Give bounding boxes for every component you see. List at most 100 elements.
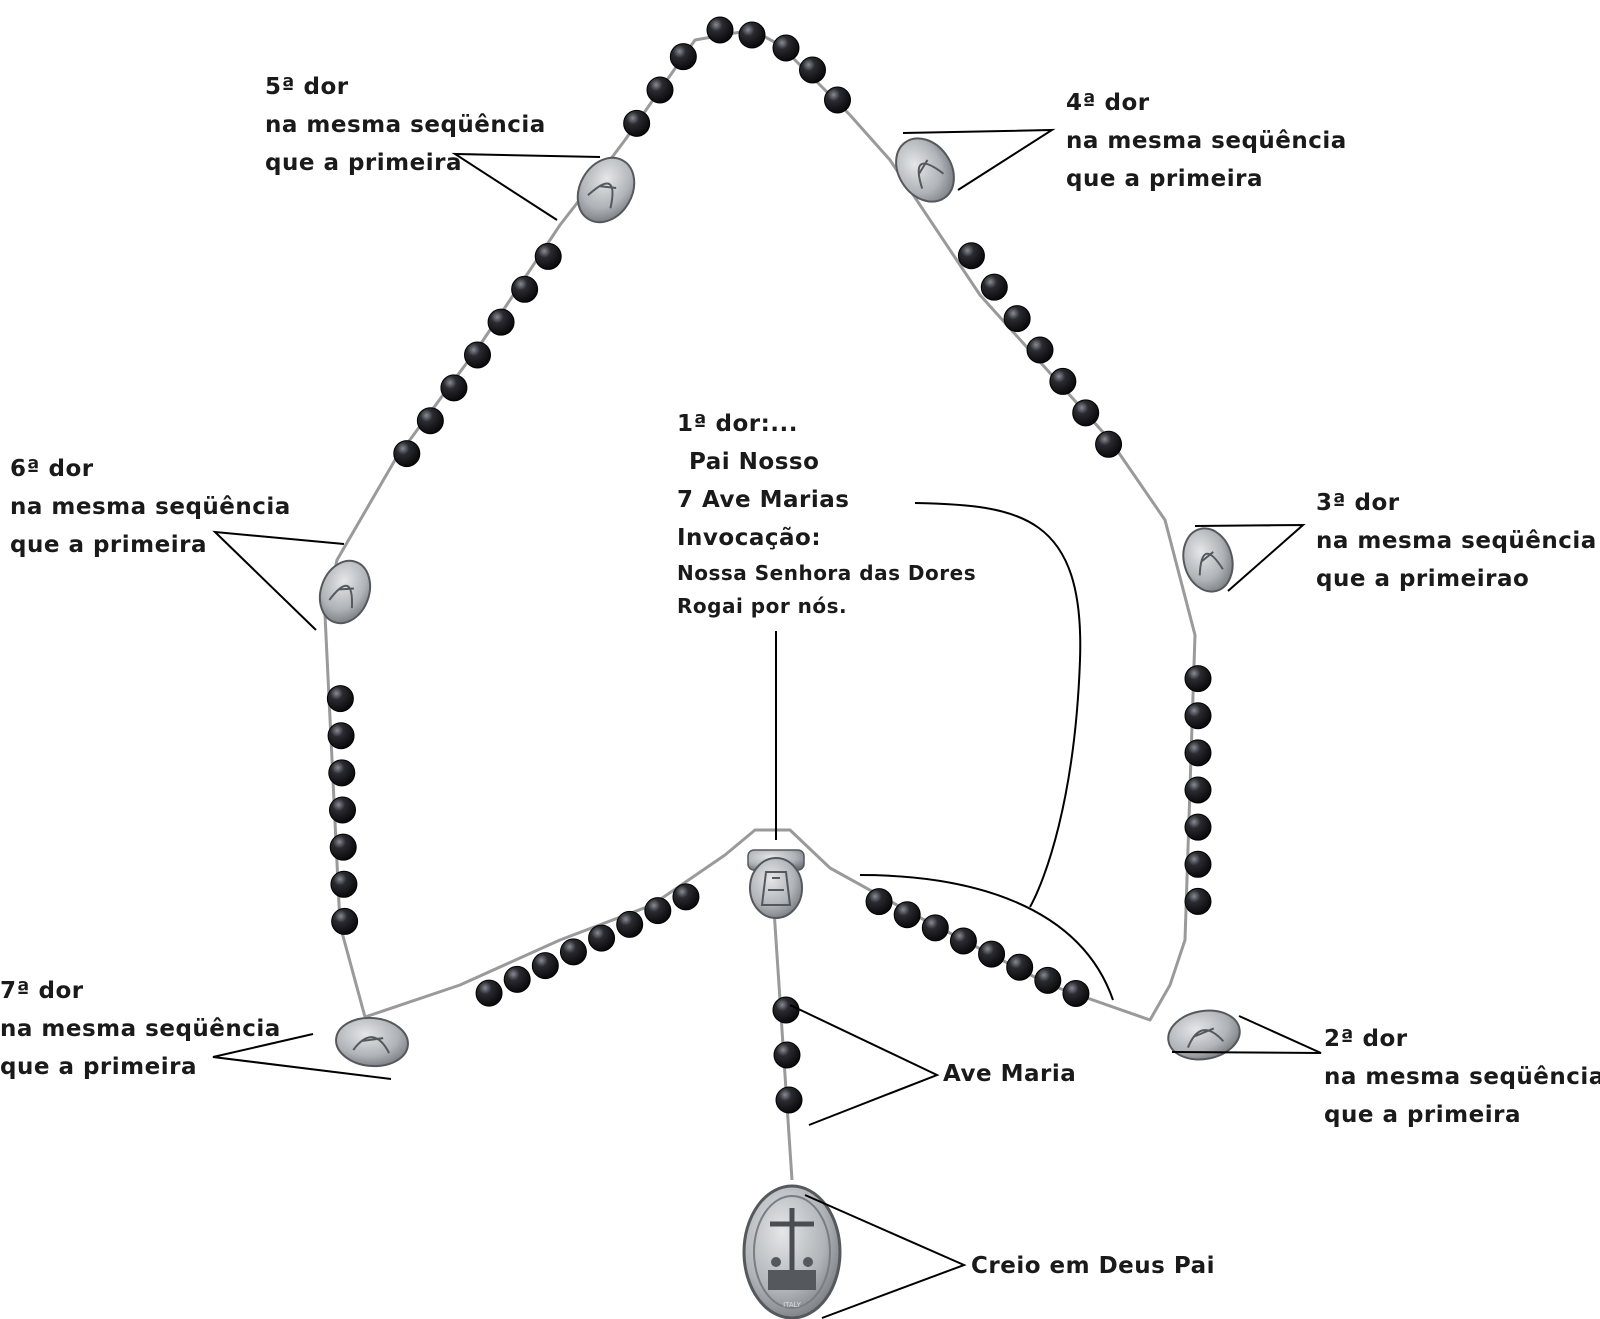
leader-dor1-curve bbox=[914, 502, 1082, 908]
bead bbox=[475, 979, 503, 1007]
bead bbox=[706, 16, 734, 44]
bead bbox=[393, 440, 421, 468]
medal-dor4 bbox=[895, 137, 955, 203]
dor1-line5: Rogai por nós. bbox=[677, 594, 848, 618]
dor5-line1: na mesma seqüência bbox=[265, 112, 546, 138]
dor3-line2: que a primeirao bbox=[1316, 566, 1530, 592]
bead bbox=[588, 924, 616, 952]
bead bbox=[1062, 979, 1090, 1007]
bead bbox=[921, 914, 949, 942]
label-dor7: 7ª dor na mesma seqüência que a primeira bbox=[0, 972, 281, 1086]
bead bbox=[646, 76, 674, 104]
label-creio: Creio em Deus Pai bbox=[971, 1247, 1215, 1285]
bead bbox=[865, 888, 893, 916]
bead bbox=[1026, 336, 1054, 364]
bead bbox=[531, 952, 559, 980]
dor6-line2: que a primeira bbox=[10, 532, 207, 558]
dor4-line2: que a primeira bbox=[1066, 166, 1263, 192]
medal-dor5 bbox=[576, 156, 636, 224]
leader-dor6 bbox=[212, 530, 345, 631]
bead bbox=[772, 996, 800, 1024]
bead bbox=[329, 833, 357, 861]
bead bbox=[511, 275, 539, 303]
bead bbox=[534, 242, 562, 270]
bead bbox=[644, 897, 672, 925]
bead bbox=[487, 308, 515, 336]
bead bbox=[559, 938, 587, 966]
bead bbox=[775, 1086, 803, 1114]
bead bbox=[503, 965, 531, 993]
leader-dor7 bbox=[212, 1033, 392, 1080]
bead bbox=[1184, 850, 1212, 878]
bead bbox=[331, 907, 359, 935]
bead bbox=[824, 86, 851, 114]
dor5-title: 5ª dor bbox=[265, 74, 349, 100]
pendant-chain bbox=[770, 879, 794, 1181]
dor1-line4: Nossa Senhora das Dores bbox=[677, 561, 977, 585]
bead bbox=[327, 722, 355, 750]
dor3-line1: na mesma seqüência bbox=[1316, 528, 1597, 554]
leader-dor5 bbox=[451, 152, 601, 221]
bead bbox=[1034, 966, 1062, 994]
bead bbox=[330, 870, 358, 898]
dor4-line1: na mesma seqüência bbox=[1066, 128, 1347, 154]
dor7-line2: que a primeira bbox=[0, 1054, 197, 1080]
dor2-line2: que a primeira bbox=[1324, 1102, 1521, 1128]
rosary-beads bbox=[326, 16, 1212, 1114]
bead bbox=[980, 273, 1008, 301]
leader-dor1-arc bbox=[859, 874, 1114, 1001]
label-dor5: 5ª dor na mesma seqüência que a primeira bbox=[265, 68, 546, 182]
bead bbox=[799, 56, 826, 84]
bead bbox=[1049, 367, 1077, 395]
bead bbox=[1184, 887, 1212, 915]
leader-lines bbox=[212, 128, 1322, 1319]
bead bbox=[957, 242, 985, 270]
dor1-title: 1ª dor:... bbox=[677, 411, 798, 437]
leader-ave-maria bbox=[789, 1004, 940, 1126]
bead bbox=[464, 341, 491, 369]
dor4-title: 4ª dor bbox=[1066, 90, 1150, 116]
label-ave-maria: Ave Maria bbox=[943, 1055, 1076, 1093]
bead bbox=[326, 685, 354, 713]
bead bbox=[978, 940, 1006, 968]
label-dor4: 4ª dor na mesma seqüência que a primeira bbox=[1066, 84, 1347, 198]
crucifix-medal: ITALY bbox=[742, 1184, 842, 1319]
dor1-line2: 7 Ave Marias bbox=[677, 487, 850, 513]
leader-dor3 bbox=[1194, 523, 1306, 592]
bead bbox=[623, 109, 651, 137]
rosary-medals bbox=[318, 137, 1241, 1068]
bead bbox=[669, 43, 697, 71]
bead bbox=[1184, 776, 1212, 804]
bead bbox=[773, 1041, 801, 1069]
bead bbox=[1006, 953, 1034, 981]
medal-dor2 bbox=[1167, 1009, 1241, 1061]
bead bbox=[616, 910, 644, 938]
bead bbox=[672, 883, 700, 911]
dor7-title: 7ª dor bbox=[0, 978, 84, 1004]
dor2-line1: na mesma seqüência bbox=[1324, 1064, 1600, 1090]
bead bbox=[772, 34, 800, 62]
medal-stamp-italy: ITALY bbox=[783, 1301, 802, 1309]
label-dor3: 3ª dor na mesma seqüência que a primeira… bbox=[1316, 484, 1597, 598]
bead bbox=[1072, 399, 1100, 427]
dor1-line3: Invocação: bbox=[677, 525, 822, 551]
dor6-title: 6ª dor bbox=[10, 456, 94, 482]
bead bbox=[440, 374, 468, 402]
dor7-line1: na mesma seqüência bbox=[0, 1016, 281, 1042]
bead bbox=[1003, 305, 1031, 333]
bead bbox=[738, 21, 766, 49]
bead bbox=[328, 759, 356, 787]
dor1-line1: Pai Nosso bbox=[689, 449, 820, 475]
bead bbox=[893, 901, 921, 929]
bead bbox=[416, 407, 444, 435]
dor2-title: 2ª dor bbox=[1324, 1026, 1408, 1052]
medal-dor7 bbox=[335, 1016, 409, 1068]
bead bbox=[1184, 702, 1212, 730]
medal-dor3 bbox=[1182, 527, 1234, 593]
bead bbox=[1184, 813, 1212, 841]
bead bbox=[1095, 430, 1123, 458]
medal-dor6 bbox=[318, 559, 372, 625]
dor6-line1: na mesma seqüência bbox=[10, 494, 291, 520]
